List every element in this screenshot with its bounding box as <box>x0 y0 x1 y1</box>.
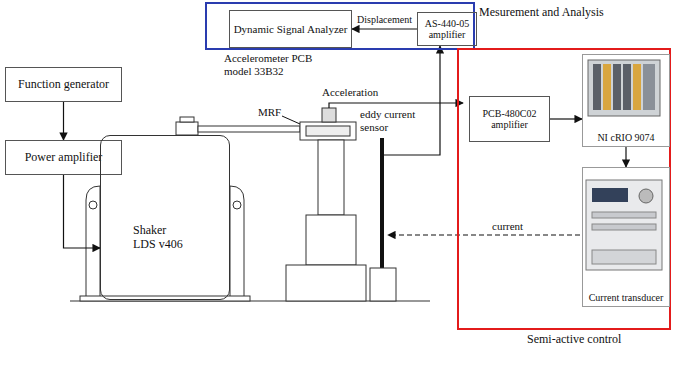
shaker-armature <box>176 122 198 135</box>
signal-arrow <box>64 175 101 248</box>
shaker-base <box>80 296 250 301</box>
transducer-display <box>592 188 628 202</box>
crio-chassis <box>588 60 660 116</box>
drive-rod <box>198 126 300 132</box>
crio-module <box>613 64 621 110</box>
rig-housing <box>306 215 356 265</box>
crio-module <box>633 64 641 110</box>
shaker-trunnion <box>86 186 100 300</box>
signal-label: Acceleration <box>322 86 378 99</box>
mr-damper-core <box>306 126 350 136</box>
amplifier-box: PCB-480C02 amplifier <box>469 96 550 142</box>
measurement-region: Mesurement and AnalysisDynamic Signal An… <box>205 2 475 50</box>
rig-base <box>286 265 366 301</box>
signal-arrow <box>352 28 417 29</box>
device-label: NI cRIO 9074 <box>585 132 667 144</box>
sensor-post <box>380 138 384 268</box>
mr-damper <box>300 122 356 140</box>
crio-module <box>593 64 601 110</box>
box-label: AS-440-05 amplifier <box>418 18 476 41</box>
control-region: Semi-active controlPCB-480C02 amplifierN… <box>457 48 671 330</box>
transducer-box: Current transducer <box>582 167 670 307</box>
region-heading: Mesurement and Analysis <box>479 6 604 20</box>
transducer-panel <box>586 180 662 270</box>
generator-box: Function generator <box>5 67 122 102</box>
transducer-knob <box>639 189 653 203</box>
transducer-vent <box>592 250 656 264</box>
acceleration-wire <box>329 103 463 108</box>
crio-controller <box>643 64 655 110</box>
analyzer-box: Dynamic Signal Analyzer <box>229 10 352 48</box>
region-heading: Semi-active control <box>527 333 621 347</box>
sensor-label: Accelerometer PCB model 33B32 <box>224 52 316 77</box>
leader-line <box>282 116 300 124</box>
trunnion-bolt <box>233 201 241 209</box>
amplifier-box: AS-440-05 amplifier <box>417 12 477 46</box>
current-wire <box>388 234 580 235</box>
accelerometer <box>322 108 336 122</box>
edge-label: Displacement <box>357 14 412 26</box>
shaker-trunnion <box>230 186 244 300</box>
shaker-label: Shaker LDS v406 <box>133 224 189 252</box>
amplifier-box: Power amplifier <box>5 140 122 175</box>
signal-arrow <box>625 147 626 167</box>
signal-arrow <box>63 102 64 140</box>
crio-module <box>603 64 611 110</box>
rig-piston <box>318 140 344 215</box>
box-label: Power amplifier <box>25 151 103 165</box>
box-label: PCB-480C02 amplifier <box>470 108 549 131</box>
part-label: MRF <box>258 106 281 119</box>
box-label: Dynamic Signal Analyzer <box>234 23 348 36</box>
crio-module <box>623 64 631 110</box>
box-label: Function generator <box>18 78 109 92</box>
shaker-body: Shaker LDS v406 <box>100 135 230 300</box>
signal-arrow <box>550 118 582 119</box>
sensor-label: eddy current sensor <box>360 108 426 133</box>
sensor-stand <box>370 268 396 301</box>
controller-box: NI cRIO 9074 <box>582 54 670 147</box>
transducer-buttons <box>592 224 656 230</box>
signal-label: current <box>492 220 523 233</box>
trunnion-bolt <box>89 201 97 209</box>
displacement-wire <box>384 46 440 155</box>
device-label: Current transducer <box>585 292 667 304</box>
transducer-buttons <box>592 212 656 218</box>
armature-cap <box>180 117 194 122</box>
